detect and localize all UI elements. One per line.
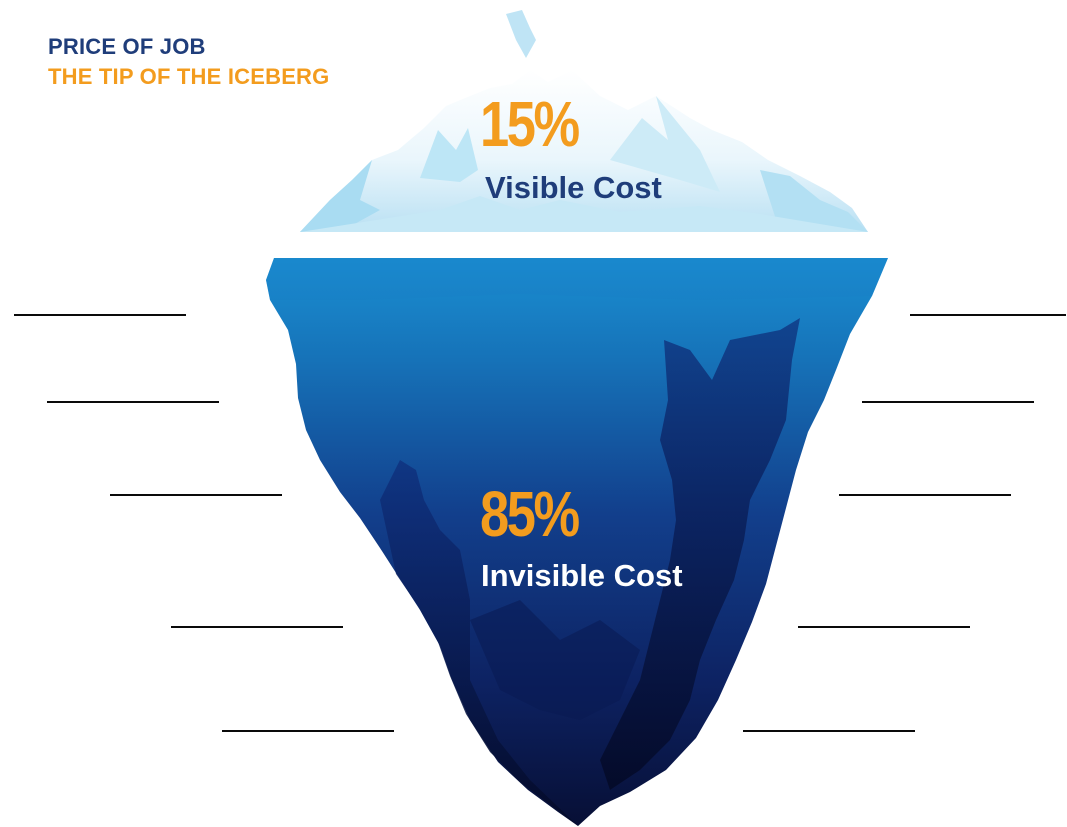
blank-line-left-3[interactable] xyxy=(110,494,282,496)
visible-cost-label: Visible Cost xyxy=(485,170,662,205)
heading-subtitle: THE TIP OF THE ICEBERG xyxy=(48,64,330,89)
iceberg-tip xyxy=(300,10,868,232)
blank-line-right-1[interactable] xyxy=(910,314,1066,316)
blank-line-left-2[interactable] xyxy=(47,401,219,403)
blank-line-left-1[interactable] xyxy=(14,314,186,316)
heading: PRICE OF JOB THE TIP OF THE ICEBERG xyxy=(48,32,329,92)
visible-cost-percent: 15% xyxy=(480,88,580,160)
blank-line-right-3[interactable] xyxy=(839,494,1011,496)
blank-line-right-4[interactable] xyxy=(798,626,970,628)
blank-line-left-4[interactable] xyxy=(171,626,343,628)
invisible-cost-label: Invisible Cost xyxy=(481,558,683,593)
iceberg-body xyxy=(266,258,888,826)
heading-title: PRICE OF JOB xyxy=(48,34,206,59)
blank-line-right-5[interactable] xyxy=(743,730,915,732)
invisible-cost-percent: 85% xyxy=(480,478,580,550)
blank-line-right-2[interactable] xyxy=(862,401,1034,403)
blank-line-left-5[interactable] xyxy=(222,730,394,732)
